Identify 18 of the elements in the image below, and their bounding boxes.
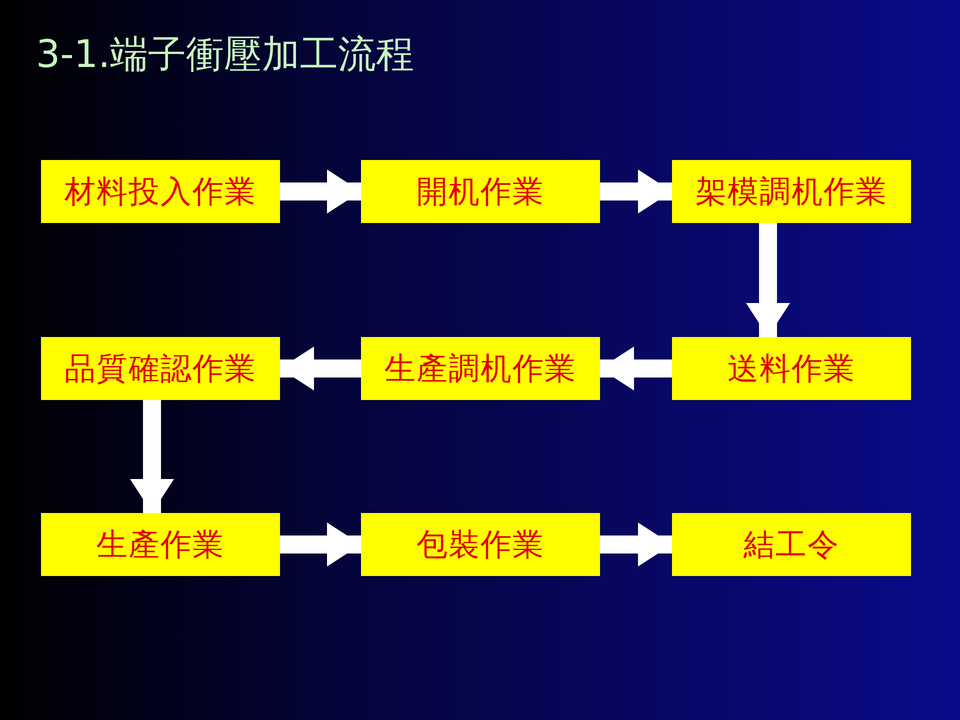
arrow [600,170,672,214]
arrow [600,346,672,390]
process-box: 品質確認作業 [41,337,280,400]
title: 3-1.端子衝壓加工流程 [36,34,414,76]
arrow [746,223,790,337]
process-box: 送料作業 [672,337,911,400]
arrow [280,346,361,390]
arrow [280,522,361,566]
process-box: 架模調机作業 [672,160,911,223]
process-box: 結工令 [672,513,911,576]
arrow [600,522,672,566]
arrow [130,400,174,513]
process-box: 生產作業 [41,513,280,576]
process-box: 材料投入作業 [41,160,280,223]
process-box: 開机作業 [361,160,600,223]
arrow [280,170,361,214]
process-box: 生產調机作業 [361,337,600,400]
process-box: 包裝作業 [361,513,600,576]
